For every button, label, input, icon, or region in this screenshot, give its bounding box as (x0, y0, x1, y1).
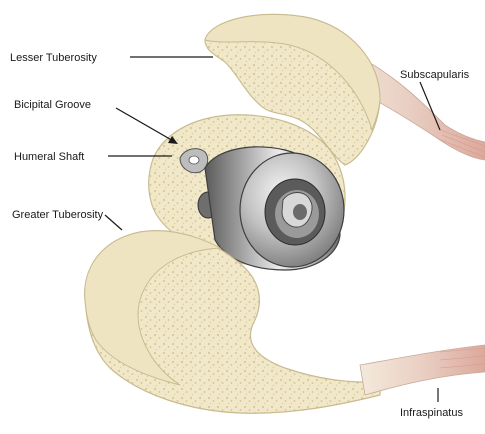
label-greater-tuberosity: Greater Tuberosity (12, 209, 104, 221)
label-lesser-tuberosity: Lesser Tuberosity (10, 52, 97, 64)
greater-tuberosity-fragment (85, 231, 380, 414)
label-bicipital-groove: Bicipital Groove (14, 99, 91, 111)
leader-greater-tuberosity (105, 215, 122, 230)
label-subscapularis: Subscapularis (400, 69, 470, 81)
infraspinatus-tendon (360, 345, 485, 395)
label-infraspinatus: Infraspinatus (400, 407, 463, 419)
leader-bicipital-groove (116, 108, 175, 142)
label-humeral-shaft: Humeral Shaft (14, 151, 84, 163)
